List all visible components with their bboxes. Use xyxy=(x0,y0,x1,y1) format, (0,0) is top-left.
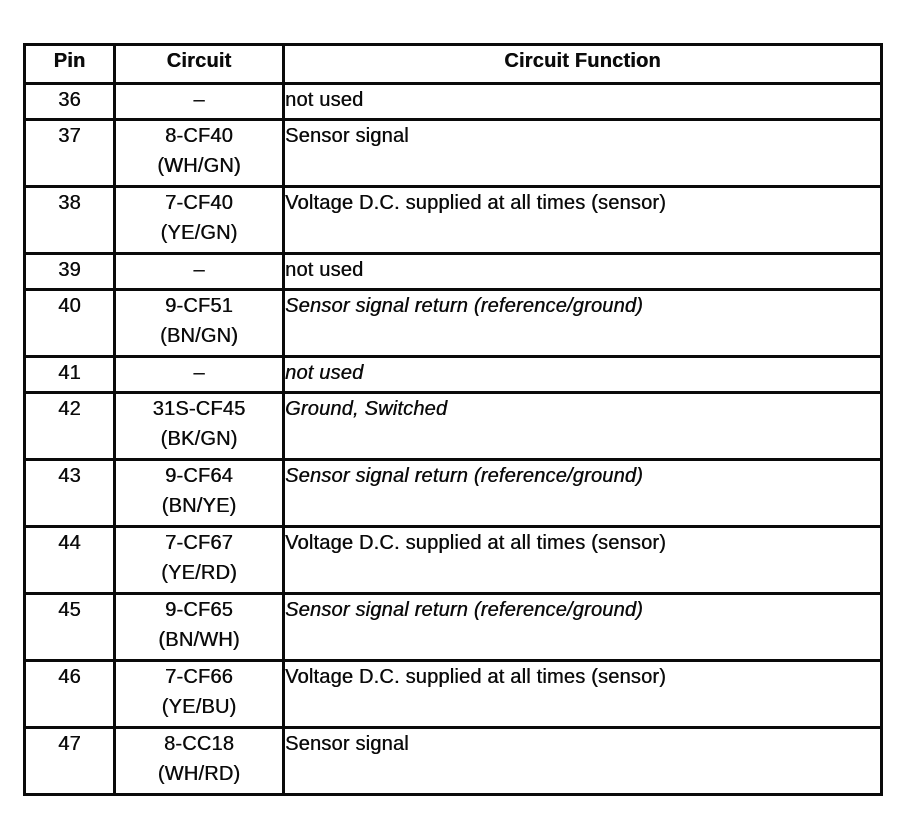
circuit-code: 7-CF67 xyxy=(165,532,233,554)
pin-cell: 36 xyxy=(23,82,116,121)
pin-cell: 37 xyxy=(23,118,116,188)
table-row: 47 8-CC18 (WH/RD) Sensor signal xyxy=(23,726,883,796)
table-row: 43 9-CF64 (BN/YE) Sensor signal return (… xyxy=(23,458,883,528)
circuit-cell: 7-CF67 (YE/RD) xyxy=(113,525,285,595)
pin-cell: 45 xyxy=(23,592,116,662)
wire-color: (BN/YE) xyxy=(161,495,237,517)
pin-cell: 39 xyxy=(23,252,116,291)
function-cell: Voltage D.C. supplied at all times (sens… xyxy=(282,659,883,729)
circuit-code: 31S-CF45 xyxy=(152,398,246,420)
table-row: 38 7-CF40 (YE/GN) Voltage D.C. supplied … xyxy=(23,185,883,255)
table-row: 39 – not used xyxy=(23,252,883,291)
circuit-cell: 7-CF40 (YE/GN) xyxy=(113,185,285,255)
circuit-cell: – xyxy=(113,252,285,291)
circuit-code: – xyxy=(193,89,205,111)
wire-color: (BN/WH) xyxy=(158,629,240,651)
circuit-cell: – xyxy=(113,82,285,121)
wire-color: (WH/GN) xyxy=(157,155,241,177)
circuit-cell: 8-CC18 (WH/RD) xyxy=(113,726,285,796)
circuit-cell: 31S-CF45 (BK/GN) xyxy=(113,391,285,461)
function-cell: not used xyxy=(282,82,883,121)
table-row: 45 9-CF65 (BN/WH) Sensor signal return (… xyxy=(23,592,883,662)
function-cell: not used xyxy=(282,355,883,394)
circuit-code: 7-CF66 xyxy=(165,666,233,688)
pinout-table: Pin Circuit Circuit Function 36 – not us… xyxy=(23,43,883,796)
circuit-code: 9-CF64 xyxy=(165,465,233,487)
wire-color: (BK/GN) xyxy=(160,428,238,450)
pin-cell: 46 xyxy=(23,659,116,729)
circuit-cell: 9-CF64 (BN/YE) xyxy=(113,458,285,528)
function-cell: Ground, Switched xyxy=(282,391,883,461)
circuit-code: 7-CF40 xyxy=(165,192,233,214)
circuit-cell: – xyxy=(113,355,285,394)
function-cell: Voltage D.C. supplied at all times (sens… xyxy=(282,185,883,255)
table-row: 44 7-CF67 (YE/RD) Voltage D.C. supplied … xyxy=(23,525,883,595)
function-cell: Sensor signal xyxy=(282,118,883,188)
pin-cell: 40 xyxy=(23,288,116,358)
pin-cell: 42 xyxy=(23,391,116,461)
pin-cell: 41 xyxy=(23,355,116,394)
table-row: 36 – not used xyxy=(23,82,883,121)
circuit-code: 8-CC18 xyxy=(163,733,235,755)
column-header-pin: Pin xyxy=(23,43,116,85)
circuit-cell: 9-CF65 (BN/WH) xyxy=(113,592,285,662)
pin-cell: 44 xyxy=(23,525,116,595)
function-cell: Sensor signal return (reference/ground) xyxy=(282,458,883,528)
circuit-code: 8-CF40 xyxy=(165,125,233,147)
circuit-cell: 9-CF51 (BN/GN) xyxy=(113,288,285,358)
circuit-code: 9-CF51 xyxy=(165,295,233,317)
table-row: 37 8-CF40 (WH/GN) Sensor signal xyxy=(23,118,883,188)
pin-cell: 47 xyxy=(23,726,116,796)
column-header-circuit-function: Circuit Function xyxy=(282,43,883,85)
table-row: 40 9-CF51 (BN/GN) Sensor signal return (… xyxy=(23,288,883,358)
wire-color: (YE/BU) xyxy=(161,696,237,718)
table-header-row: Pin Circuit Circuit Function xyxy=(23,43,883,85)
table-row: 41 – not used xyxy=(23,355,883,394)
circuit-code: – xyxy=(193,362,205,384)
circuit-cell: 7-CF66 (YE/BU) xyxy=(113,659,285,729)
wire-color: (BN/GN) xyxy=(159,325,239,347)
function-cell: Sensor signal return (reference/ground) xyxy=(282,288,883,358)
circuit-cell: 8-CF40 (WH/GN) xyxy=(113,118,285,188)
function-cell: not used xyxy=(282,252,883,291)
wire-color: (WH/RD) xyxy=(157,763,241,785)
circuit-code: – xyxy=(193,259,205,281)
scanned-document-page: Pin Circuit Circuit Function 36 – not us… xyxy=(23,43,883,796)
pin-cell: 38 xyxy=(23,185,116,255)
function-cell: Voltage D.C. supplied at all times (sens… xyxy=(282,525,883,595)
function-cell: Sensor signal xyxy=(282,726,883,796)
wire-color: (YE/GN) xyxy=(160,222,238,244)
wire-color: (YE/RD) xyxy=(161,562,237,584)
table-row: 42 31S-CF45 (BK/GN) Ground, Switched xyxy=(23,391,883,461)
column-header-circuit: Circuit xyxy=(113,43,285,85)
table-row: 46 7-CF66 (YE/BU) Voltage D.C. supplied … xyxy=(23,659,883,729)
circuit-code: 9-CF65 xyxy=(165,599,233,621)
function-cell: Sensor signal return (reference/ground) xyxy=(282,592,883,662)
pin-cell: 43 xyxy=(23,458,116,528)
